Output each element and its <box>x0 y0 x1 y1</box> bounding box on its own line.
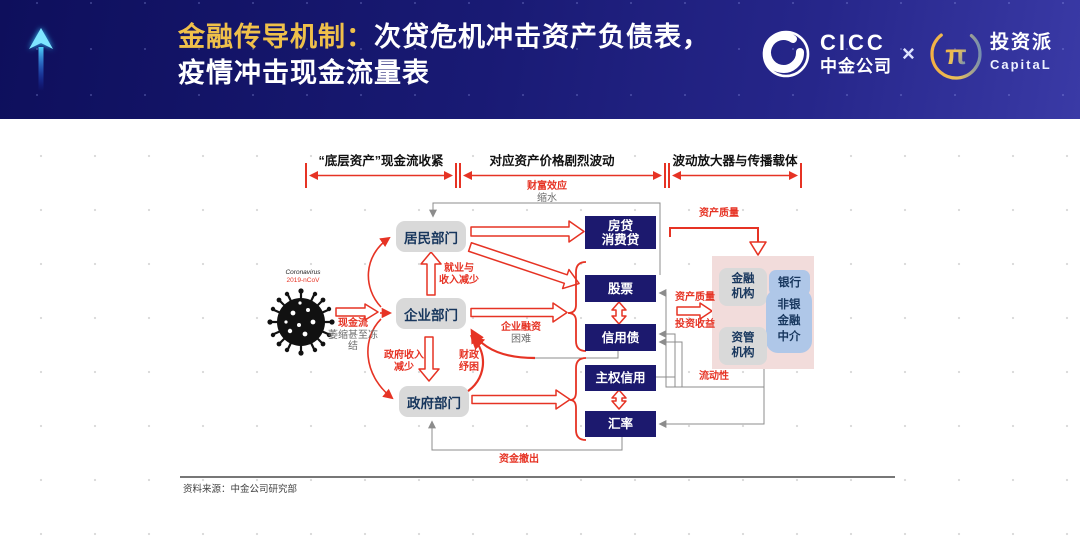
ruler-arrows <box>305 163 802 188</box>
capital-logo-text: 投资派 CapitaL <box>990 33 1053 71</box>
node-exchange-rate: 汇率 <box>585 411 656 437</box>
wealth-effect-label: 财富效应 缩水 <box>527 181 567 204</box>
capital-withdrawal-label: 资金撤出 <box>499 454 539 465</box>
page-title: 金融传导机制：次贷危机冲击资产负债表， 疫情冲击现金流量表 <box>178 19 710 91</box>
cash-flow-label: 现金流 萎缩甚至冻 结 <box>328 318 378 352</box>
node-asset-management: 资管 机构 <box>719 327 767 365</box>
gray-feedback-lines <box>428 202 765 451</box>
title-rest: 次贷危机冲击资产负债表， <box>374 22 710 52</box>
cicc-cn: 中金公司 <box>820 57 892 76</box>
cicc-logo-icon <box>762 30 810 78</box>
node-stock: 股票 <box>585 275 656 302</box>
partner-cn: 投资派 <box>990 32 1054 53</box>
asset-quality-mid-label: 资产质量 <box>675 292 715 303</box>
node-government: 政府部门 <box>399 386 469 417</box>
source-note: 资料来源：中金公司研究部 <box>183 484 298 495</box>
partner-en: CapitaL <box>990 57 1052 72</box>
liquidity-label: 流动性 <box>699 371 729 382</box>
swoosh-arrows <box>464 328 536 394</box>
corporate-financing-label: 企业融资 困难 <box>501 322 541 345</box>
asset-quality-elbow-arrow <box>669 227 767 256</box>
svg-text:π: π <box>945 39 966 70</box>
node-household: 居民部门 <box>396 221 466 252</box>
title-highlight: 金融传导机制： <box>178 22 374 52</box>
logo-separator: × <box>902 41 915 66</box>
slide-header: 金融传导机制：次贷危机冲击资产负债表， 疫情冲击现金流量表 CICC 中金公司 … <box>0 0 1080 119</box>
node-nonbank-intermediary: 非银 金融 中介 <box>766 289 812 353</box>
title-line2: 疫情冲击现金流量表 <box>178 58 430 88</box>
glow-arrow-icon <box>29 28 53 91</box>
fiscal-relief-label: 财政 纾困 <box>459 350 479 373</box>
shock-fan-arrows <box>367 236 394 400</box>
asset-quality-top-label: 资产质量 <box>699 208 739 219</box>
virus-label: Coronavirus 2019-nCoV <box>285 269 321 284</box>
ruler-section3-label: 波动放大器与传播载体 <box>672 154 798 168</box>
government-revenue-label: 政府收入 减少 <box>384 350 424 373</box>
coronavirus-icon <box>267 288 335 356</box>
investment-return-label: 投资收益 <box>675 319 715 330</box>
node-sovereign-credit: 主权信用 <box>585 365 656 391</box>
cicc-logo-text: CICC 中金公司 <box>820 30 892 76</box>
ruler-section1-label: “底层资产”现金流收紧 <box>318 154 444 168</box>
curly-braces <box>567 261 587 441</box>
node-mortgage-consumer-loan: 房贷 消费贷 <box>585 216 656 249</box>
employment-income-label: 就业与 收入减少 <box>439 263 479 286</box>
logo-zone: CICC 中金公司 × π 投资派 CapitaL <box>750 0 1080 119</box>
ruler-section2-label: 对应资产价格剧烈波动 <box>489 154 615 168</box>
cicc-en: CICC <box>820 30 886 55</box>
capital-logo-icon: π <box>930 28 982 80</box>
node-credit-bond: 信用债 <box>585 324 656 351</box>
node-corporate: 企业部门 <box>396 298 466 329</box>
node-financial-institutions: 金融 机构 <box>719 268 767 306</box>
